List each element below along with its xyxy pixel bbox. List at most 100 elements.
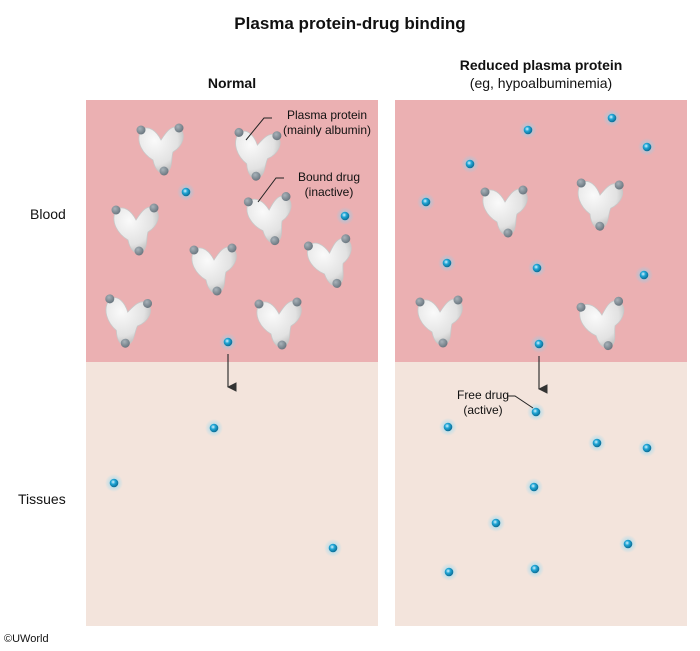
bound-drug-molecule: [105, 294, 115, 304]
free-drug-molecule: [440, 563, 458, 581]
free-drug-molecule: [638, 138, 656, 156]
bound-drug-molecule: [251, 171, 261, 181]
free-drug-dot: [181, 187, 191, 197]
blood-row-label: Blood: [30, 206, 66, 222]
bound-drug-label-line2: (inactive): [304, 185, 354, 199]
free-drug-dot: [444, 567, 454, 577]
bound-drug-molecule: [292, 297, 302, 307]
bound-drug-molecule: [438, 338, 448, 348]
free-drug-molecule: [177, 183, 195, 201]
bound-drug-molecule: [212, 286, 222, 296]
bound-drug-molecule: [254, 299, 264, 309]
protein-body: [138, 126, 184, 174]
reduced-subheading-text: (eg, hypoalbuminemia): [469, 75, 613, 91]
bound-drug-label: Bound drug (inactive): [284, 170, 374, 200]
bound-drug-molecule: [189, 245, 199, 255]
free-drug-dot: [607, 113, 617, 123]
free-drug-label-line1: Free drug: [456, 388, 510, 402]
free-drug-molecule: [105, 474, 123, 492]
reduced-column-heading: Reduced plasma protein (eg, hypoalbumine…: [395, 56, 687, 92]
reduced-panel: Free drug (active): [395, 100, 687, 626]
diagram-title: Plasma protein-drug binding: [234, 14, 466, 33]
free-drug-molecule: [205, 419, 223, 437]
free-drug-dot: [530, 564, 540, 574]
protein-body: [113, 206, 159, 254]
free-drug-dot: [592, 438, 602, 448]
free-drug-dot: [340, 211, 350, 221]
free-drug-dot: [623, 539, 633, 549]
free-drug-molecule: [438, 254, 456, 272]
plasma-protein: [105, 294, 153, 348]
free-drug-dot: [642, 142, 652, 152]
free-drug-molecule: [219, 333, 237, 351]
bound-drug-molecule: [281, 192, 291, 202]
bound-drug-molecule: [603, 341, 613, 351]
bound-drug-molecule: [415, 297, 425, 307]
free-drug-molecule: [635, 266, 653, 284]
bound-drug-molecule: [614, 180, 624, 190]
protein-body: [482, 188, 528, 236]
bound-drug-molecule: [159, 166, 169, 176]
free-drug-dot: [523, 125, 533, 135]
bound-drug-label-line1: Bound drug: [297, 170, 361, 184]
plasma-protein-label-line2: (mainly albumin): [282, 123, 372, 137]
free-drug-dot: [491, 518, 501, 528]
protein-body: [191, 246, 237, 294]
bound-drug-molecule: [270, 236, 280, 246]
plasma-protein: [136, 123, 184, 176]
free-drug-dot: [209, 423, 219, 433]
bound-drug-molecule: [111, 205, 121, 215]
bound-drug-molecule: [518, 185, 528, 195]
bound-drug-molecule: [243, 197, 253, 207]
plasma-protein: [234, 127, 282, 181]
bound-drug-molecule: [480, 187, 490, 197]
free-drug-molecule: [528, 259, 546, 277]
free-drug-molecule: [487, 514, 505, 532]
free-drug-molecule: [324, 539, 342, 557]
free-drug-molecule: [638, 439, 656, 457]
plasma-protein: [254, 297, 302, 350]
protein-body: [307, 237, 352, 287]
bound-drug-molecule: [234, 127, 244, 137]
plasma-protein: [303, 234, 352, 288]
bound-drug-molecule: [576, 302, 586, 312]
plasma-protein: [111, 203, 159, 256]
bound-drug-molecule: [332, 278, 342, 288]
free-drug-molecule: [619, 535, 637, 553]
free-drug-molecule: [336, 207, 354, 225]
free-drug-dot: [534, 339, 544, 349]
free-drug-molecule: [417, 193, 435, 211]
free-drug-dot: [223, 337, 233, 347]
free-drug-dot: [421, 197, 431, 207]
normal-heading-text: Normal: [207, 75, 257, 91]
copyright-text: ©UWorld: [4, 633, 49, 645]
free-drug-dot: [443, 422, 453, 432]
leader-line: [245, 117, 272, 141]
free-drug-molecule: [525, 478, 543, 496]
bound-drug-molecule: [272, 131, 282, 141]
bound-drug-molecule: [120, 338, 130, 348]
free-drug-label: Free drug (active): [443, 388, 523, 418]
free-drug-dot: [639, 270, 649, 280]
protein-body: [577, 181, 623, 229]
free-drug-dot: [532, 263, 542, 273]
tissues-row-label: Tissues: [18, 491, 66, 507]
free-drug-molecule: [603, 109, 621, 127]
leader-line: [257, 177, 284, 203]
free-drug-dot: [642, 443, 652, 453]
bound-drug-molecule: [136, 125, 146, 135]
plasma-protein: [480, 185, 528, 238]
bound-drug-molecule: [277, 340, 287, 350]
free-drug-dot: [531, 407, 541, 417]
bound-drug-molecule: [303, 241, 313, 251]
bound-drug-molecule: [227, 243, 237, 253]
reduced-heading-text: Reduced plasma protein: [459, 57, 623, 73]
free-drug-dot: [442, 258, 452, 268]
free-drug-molecule: [588, 434, 606, 452]
protein-body: [105, 297, 151, 346]
protein-body: [417, 298, 463, 346]
plasma-protein: [576, 296, 625, 351]
free-drug-molecule: [526, 560, 544, 578]
reduced-panel-drawing: [415, 109, 656, 581]
bound-drug-molecule: [453, 295, 463, 305]
